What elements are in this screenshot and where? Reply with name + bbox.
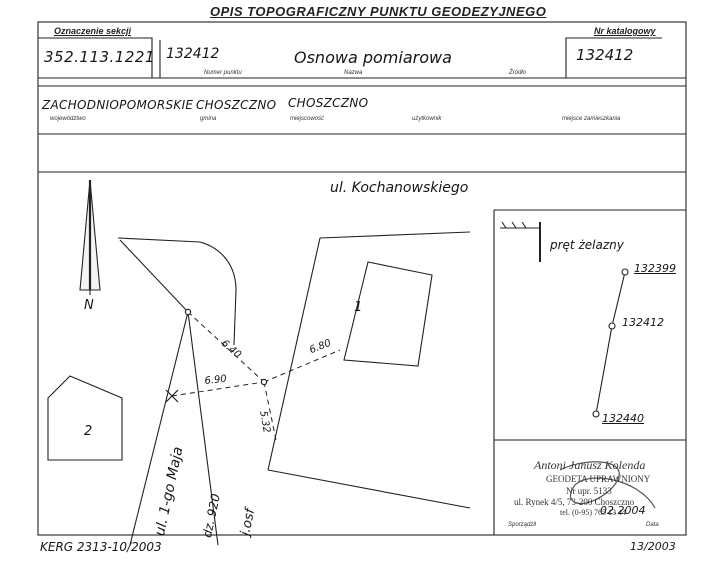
catalog-box: [565, 37, 662, 78]
footer-right: 13/2003: [630, 540, 676, 553]
stamp-line-2: Nr upr. 5133: [566, 486, 612, 496]
point-number-label: Numer punktu: [204, 70, 242, 76]
marker-label: pręt żelazny: [550, 238, 624, 252]
catalog-header: Nr katalogowy: [594, 26, 656, 36]
municipality: CHOSZCZNO: [196, 98, 277, 112]
form-title: OPIS TOPOGRAFICZNY PUNKTU GEODEZYJNEGO: [210, 4, 547, 19]
usage-label: użytkownik: [412, 116, 442, 122]
stamp-line-1: GEODETA UPRAWNIONY: [546, 474, 651, 484]
catalog-number: 132412: [576, 46, 634, 64]
sketch-point-main: [260, 378, 268, 386]
profile-point-label-3: 132440: [602, 412, 644, 425]
drawn-by-label: Sporządził: [508, 522, 537, 528]
municipality-label: gmina: [200, 116, 217, 122]
cross-marker: [165, 389, 179, 403]
measure-line-680: [263, 349, 341, 383]
stamp-name: Antoni Janusz Kolenda: [534, 458, 646, 472]
street-diagonal: [119, 239, 189, 313]
date-label: Data: [646, 522, 659, 528]
section-number: 352.113.1221: [44, 48, 155, 66]
point-number: 132412: [166, 46, 220, 62]
profile-chain: [595, 271, 626, 415]
measure-line-690: [171, 381, 265, 397]
building-right-number: 1: [354, 300, 363, 315]
building-right-outline: [343, 261, 433, 367]
profile-point-132440: [592, 410, 600, 418]
footer-reference: KERG 2313-10/2003: [40, 540, 162, 554]
profile-point-label-2: 132412: [622, 316, 664, 329]
profile-point-label-1: 132399: [634, 262, 676, 275]
north-label: N: [84, 298, 94, 313]
building-left-outline: [47, 375, 123, 461]
voivodeship: ZACHODNIOPOMORSKIE: [42, 98, 194, 112]
building-left-number: 2: [84, 424, 93, 439]
street-1-maja-left: [129, 311, 189, 546]
date-signed: 02.2004: [600, 504, 646, 517]
locality-label: miejscowość: [290, 116, 325, 122]
location-label: miejsce zamieszkania: [562, 116, 621, 122]
road-top-edge: [319, 231, 471, 239]
locality: CHOSZCZNO: [288, 96, 369, 110]
north-arrow: [79, 179, 101, 295]
street-top-label: ul. Kochanowskiego: [330, 180, 469, 196]
street-1-maja-right: [187, 311, 219, 546]
voivodeship-label: województwo: [50, 116, 86, 122]
ground-hatch: [501, 221, 527, 229]
sketch-point-a: [184, 308, 192, 316]
profile-point-132399: [621, 268, 629, 276]
form-frame: [37, 21, 687, 536]
network-name: Osnowa pomiarowa: [294, 48, 452, 67]
street-corner-arc: [117, 237, 237, 346]
section-box: [38, 37, 153, 78]
source-label: Źródło: [509, 70, 527, 76]
stamp-line-3: ul. Rynek 4/5, 73-200 Choszczno: [514, 497, 635, 507]
distance-690: 6.90: [204, 373, 228, 387]
stamp-line-4: tel. (0-95) 765 13 44: [560, 508, 626, 517]
measure-line-532: [263, 381, 277, 441]
profile-point-132412: [608, 322, 616, 330]
network-label: Nazwa: [344, 70, 363, 76]
road-left-edge: [267, 237, 321, 471]
section-header: Oznaczenie sekcji: [54, 26, 132, 36]
signature-scribble: [559, 461, 656, 509]
road-bottom-edge: [267, 469, 471, 509]
